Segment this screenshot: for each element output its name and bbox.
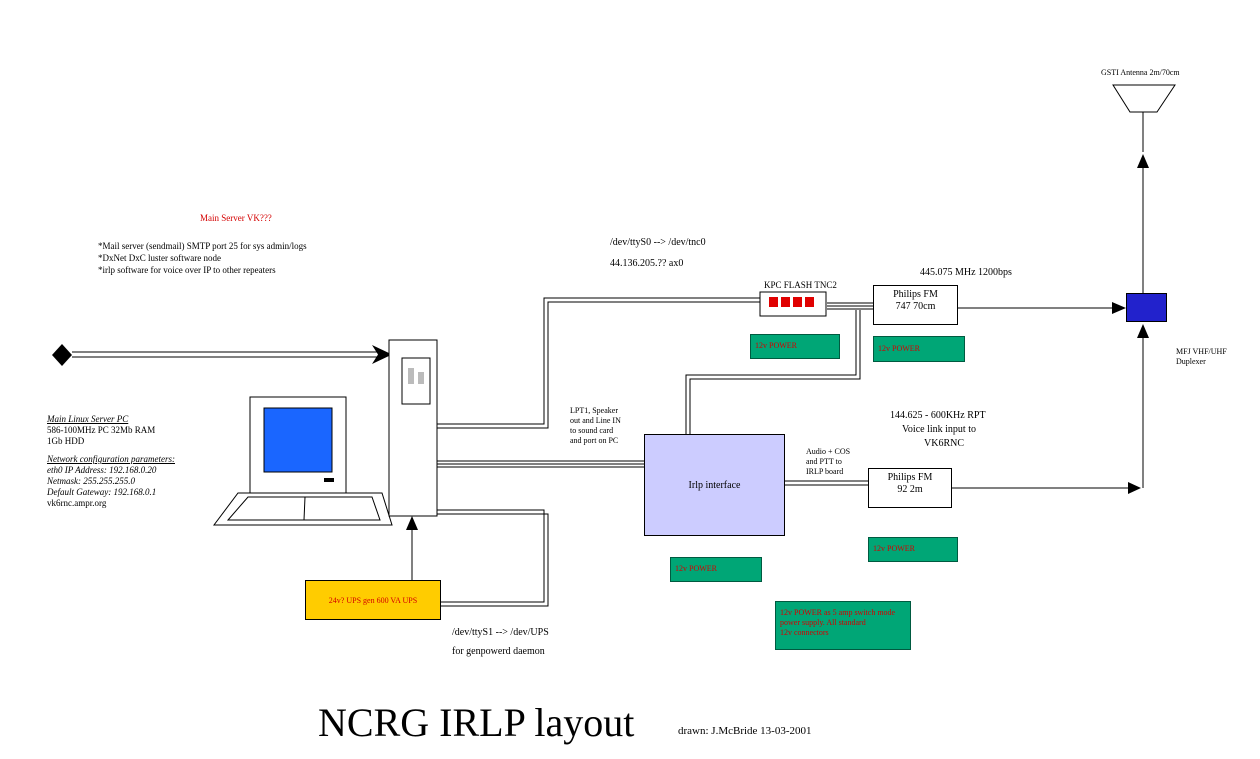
pc-description: Main Linux Server PC 586-100MHz PC 32Mb …: [47, 414, 175, 509]
power-box-irlp: 12v POWER: [670, 557, 762, 582]
radio2-box: Philips FM 92 2m: [868, 468, 952, 508]
diagram-title: NCRG IRLP layout: [318, 700, 635, 745]
radio2-frequency: 144.625 - 600KHz RPT: [890, 410, 986, 421]
tnc-radio-cable: [827, 302, 873, 310]
server-feature: *Mail server (sendmail) SMTP port 25 for…: [98, 241, 307, 251]
radio2-voice-callsign: VK6RNC: [924, 438, 965, 449]
pc-label: Main Linux Server PC: [47, 414, 129, 424]
computer-icon: [213, 396, 393, 526]
antenna-label: GSTI Antenna 2m/70cm: [1101, 68, 1180, 77]
server-feature-list: *Mail server (sendmail) SMTP port 25 for…: [98, 240, 307, 276]
irlp-interface-label: Irlp interface: [688, 479, 741, 491]
net-heading: Network configuration parameters:: [47, 454, 175, 464]
lpt-cable: [437, 460, 644, 468]
lpt-label-line: LPT1, Speaker: [570, 406, 618, 415]
lpt-label-line: and port on PC: [570, 436, 619, 445]
server-feature: *DxNet DxC luster software node: [98, 253, 221, 263]
power-note-line: 12v POWER as 5 amp switch mode: [780, 608, 896, 617]
power-supply-note: 12v POWER as 5 amp switch mode power sup…: [775, 601, 911, 650]
net-param: eth0 IP Address: 192.168.0.20: [47, 465, 157, 475]
radio2-model: Philips FM: [887, 472, 933, 483]
irlp-radio1-cable: [685, 310, 861, 434]
pc-spec: 1Gb HDD: [47, 436, 85, 446]
radio1-model: Philips FM: [893, 289, 938, 300]
ax0-label: 44.136.205.?? ax0: [610, 258, 684, 269]
pc-spec: 586-100MHz PC 32Mb RAM: [47, 425, 156, 435]
ttyS0-cable: [437, 297, 760, 429]
server-heading: Main Server VK???: [200, 213, 272, 223]
server-feature: *irlp software for voice over IP to othe…: [98, 265, 276, 275]
duplexer-box: [1126, 293, 1167, 322]
audio-cos-line: IRLP board: [806, 467, 844, 476]
lpt-label-line: to sound card: [570, 426, 614, 435]
ups-box: 24v? UPS gen 600 VA UPS: [305, 580, 441, 620]
lpt-label-line: out and Line IN: [570, 416, 621, 425]
radio1-band: 747 70cm: [895, 301, 936, 312]
tnc-label: KPC FLASH TNC2: [764, 280, 837, 290]
lpt-label: LPT1, Speaker out and Line IN to sound c…: [570, 406, 621, 446]
server-tower-icon: [388, 339, 438, 517]
radio1-frequency: 445.075 MHz 1200bps: [920, 267, 1012, 278]
radio1-box: Philips FM 747 70cm: [873, 285, 958, 325]
power-box-radio2: 12v POWER: [868, 537, 958, 562]
duplexer-label: MFJ VHF/UHF Duplexer: [1176, 347, 1227, 367]
audio-cos-line: and PTT to: [806, 457, 842, 466]
radio2-band: 92 2m: [897, 484, 923, 495]
duplexer-label-line: Duplexer: [1176, 357, 1206, 366]
audio-cos-line: Audio + COS: [806, 447, 851, 456]
audio-cos-label: Audio + COS and PTT to IRLP board: [806, 447, 850, 477]
tnc-box: [759, 291, 827, 317]
irlp-interface-box: Irlp interface: [644, 434, 785, 536]
power-box-tnc: 12v POWER: [750, 334, 840, 359]
power-box-radio1: 12v POWER: [873, 336, 965, 362]
power-note-line: 12v connectors: [780, 628, 829, 637]
irlp-radio2-cable: [785, 480, 868, 486]
net-param: Default Gateway: 192.168.0.1: [47, 487, 157, 497]
power-note-line: power supply. All standard: [780, 618, 866, 627]
network-link-arrow: [372, 345, 392, 364]
ups-label: 24v? UPS gen 600 VA UPS: [328, 595, 418, 605]
drawn-by-label: drawn: J.McBride 13-03-2001: [678, 725, 812, 737]
ttyS1-label: /dev/ttyS1 --> /dev/UPS: [452, 627, 549, 638]
antenna-icon: [1112, 84, 1176, 113]
network-diamond-icon: [52, 344, 72, 366]
ttyS0-label: /dev/ttyS0 --> /dev/tnc0: [610, 237, 706, 248]
ttyS1-cable: [437, 509, 549, 607]
net-param: vk6rnc.ampr.org: [47, 498, 107, 508]
duplexer-label-line: MFJ VHF/UHF: [1176, 347, 1227, 356]
radio2-voice-label: Voice link input to: [902, 424, 976, 435]
genpowerd-label: for genpowerd daemon: [452, 646, 545, 657]
net-param: Netmask: 255.255.255.0: [47, 476, 135, 486]
